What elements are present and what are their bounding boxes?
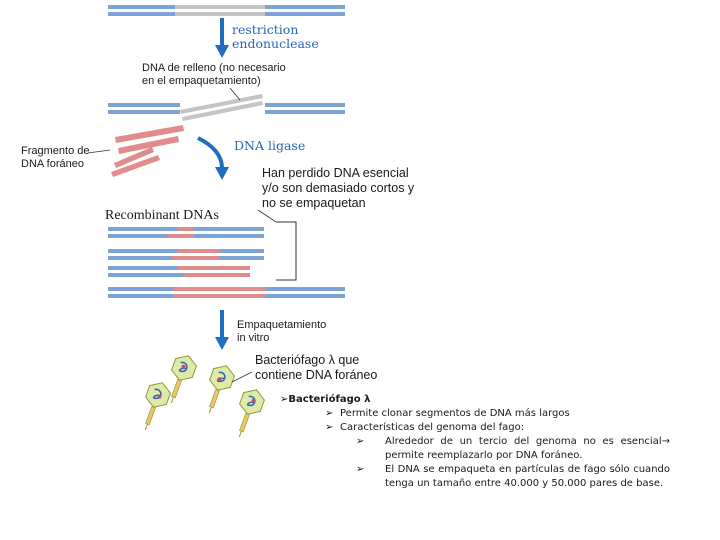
filler-label-line2: en el empaquetamiento) [142, 75, 261, 87]
foreign-dna-fragments [111, 125, 184, 177]
bullet-list: ➢Bacteriófago λ ➢Permite clonar segmento… [280, 393, 670, 491]
packaging-label-line1: Empaquetamiento [237, 319, 327, 331]
phage-2 [144, 382, 171, 430]
bullet-subitem-2: ➢ El DNA se empaqueta en partículas de fa… [280, 463, 670, 491]
top-vector-dna [108, 5, 345, 16]
phage-label: Bacteriófago λ que contiene DNA foráneo [255, 353, 377, 383]
bullet-subitem-1-text-a: Alrededor de un tercio del genoma no es … [385, 436, 662, 447]
bullet-marker-icon: ➢ [356, 436, 365, 447]
bullet-marker-icon: ➢ [356, 464, 365, 475]
rejected-bracket [257, 209, 297, 281]
lost-label-line2: y/o son demasiado cortos y [262, 181, 415, 195]
phage-particles [144, 355, 265, 437]
bullet-marker-icon: ➢ [325, 422, 334, 433]
foreign-label-line1: Fragmento de [21, 145, 90, 157]
phage-4 [238, 389, 265, 437]
foreign-label-line2: DNA foráneo [21, 158, 84, 170]
bullet-title: ➢Bacteriófago λ [280, 393, 670, 407]
bullet-title-text: Bacteriófago λ [288, 394, 371, 405]
phage-3 [208, 365, 235, 413]
packaging-arrow [215, 310, 229, 350]
restriction-label: restriction endonuclease [232, 23, 319, 51]
lost-dna-label: Han perdido DNA esencial y/o son demasia… [262, 166, 414, 211]
bullet-item-2: ➢ Características del genoma del fago: [280, 421, 670, 435]
filler-dna [180, 94, 263, 121]
phage-label-line1: Bacteriófago λ que [255, 353, 360, 367]
foreign-dna-label: Fragmento de DNA foráneo [21, 145, 89, 171]
cut-vector-dna [108, 103, 345, 114]
bullet-item-1: ➢ Permite clonar segmentos de DNA más lar… [280, 407, 670, 421]
right-arrow-icon: → [661, 436, 670, 447]
bullet-marker-icon: ➢ [280, 394, 289, 405]
phage-label-line2: contiene DNA foráneo [255, 368, 378, 382]
lost-label-line3: no se empaquetan [262, 196, 366, 210]
filler-dna-label: DNA de relleno (no necesario en el empaq… [142, 62, 286, 88]
restriction-arrow [215, 18, 229, 58]
filler-label-line1: DNA de relleno (no necesario [142, 62, 286, 74]
packaging-label-line2: in vitro [237, 332, 270, 344]
pointer-lines [87, 87, 241, 154]
ligase-arrow [197, 136, 229, 180]
bullet-subitem-2-text: El DNA se empaqueta en partículas de fag… [385, 464, 670, 489]
packaging-label: Empaquetamiento in vitro [237, 319, 326, 345]
bullet-item-1-text: Permite clonar segmentos de DNA más larg… [340, 408, 570, 419]
phage-1 [170, 355, 197, 403]
restriction-label-line1: restriction [232, 22, 299, 37]
bullet-item-2-text: Características del genoma del fago: [340, 422, 525, 433]
bullet-marker-icon: ➢ [325, 408, 334, 419]
ligase-label: DNA ligase [234, 138, 306, 153]
bullet-subitem-1: ➢ Alrededor de un tercio del genoma no es… [280, 435, 670, 463]
recombinant-label: Recombinant DNAs [105, 208, 219, 223]
phage-pointer [231, 371, 253, 383]
bullet-subitem-1-text-b: permite reemplazarlo por DNA foráneo. [385, 450, 583, 461]
recombinant-dnas [108, 227, 345, 298]
restriction-label-line2: endonuclease [232, 36, 319, 51]
lost-label-line1: Han perdido DNA esencial [262, 166, 409, 180]
